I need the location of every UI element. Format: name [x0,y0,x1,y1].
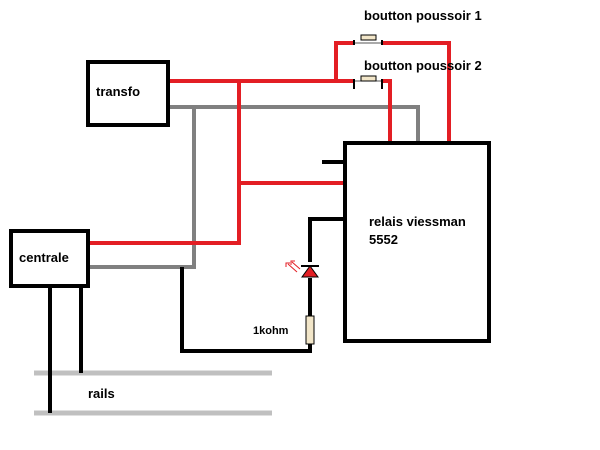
centrale-rect [9,229,90,288]
led-triangle [301,265,319,278]
red-wires [88,41,451,245]
push-button-1-cap [360,34,377,41]
red-wire-button1-relais [382,41,451,143]
gray-wire-transfo-relais [168,105,420,143]
led-emission-arrowhead-1 [285,262,290,267]
relais-label-line2: 5552 [369,232,398,247]
relais-rect [343,141,491,343]
relais-label-line1: relais viessman [369,214,466,229]
led-emission-arrowhead-2 [290,260,295,265]
red-wire-transfo-main [168,41,354,83]
rails-label: rails [88,386,115,401]
gray-wire-centrale [88,107,196,269]
rails [34,370,272,416]
boutton-1-label: boutton poussoir 1 [364,8,482,23]
transfo-box: transfo [86,60,170,127]
black-wire-return [180,267,312,353]
led-emission-arrow-2 [291,261,301,270]
red-wire-vertical [88,81,241,245]
resistor: 1kohm [253,315,315,345]
red-wire-button2-relais [382,79,392,143]
push-button-2-cap [360,75,377,82]
centrale-box: centrale [9,229,90,288]
centrale-label: centrale [19,250,69,265]
led-icon [285,260,319,278]
black-wire-relais-led [308,217,345,262]
black-wires [48,160,345,413]
gray-wires [88,105,420,269]
transfo-label: transfo [96,84,140,99]
led-emission-arrow-1 [287,263,298,273]
push-button-1: boutton poussoir 1 [353,8,482,45]
resistor-label: 1kohm [253,325,289,337]
push-button-2: boutton poussoir 2 [353,58,482,89]
relais-box: relais viessman 5552 [343,141,491,343]
resistor-body [305,315,315,345]
transfo-rect [86,60,170,127]
boutton-2-label: boutton poussoir 2 [364,58,482,73]
